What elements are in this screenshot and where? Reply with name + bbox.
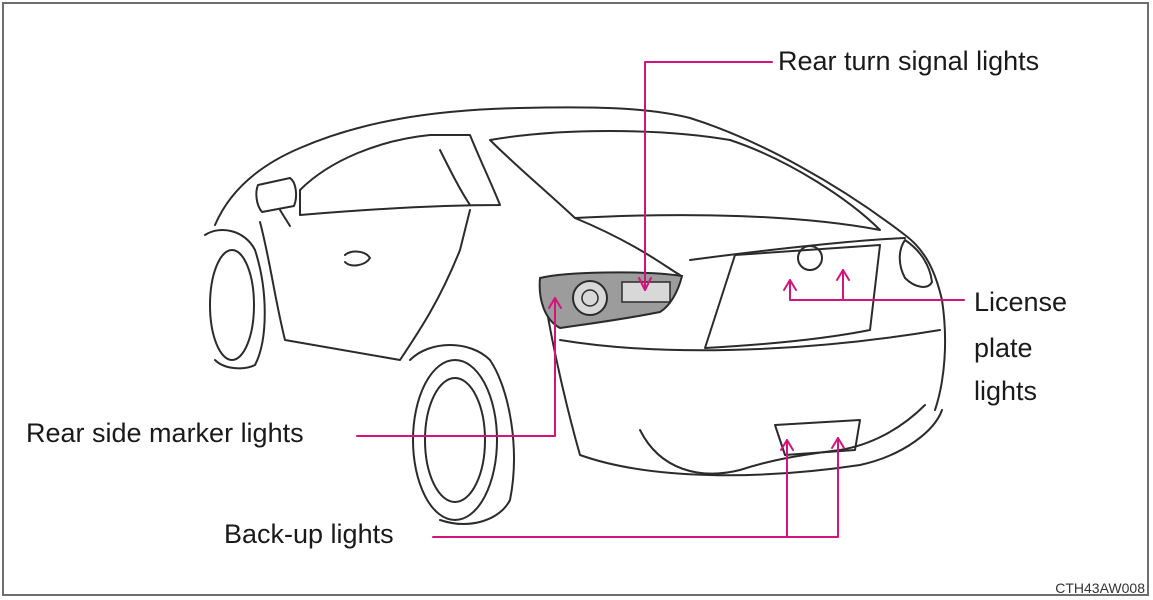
tail-light-cluster	[540, 272, 682, 328]
leader-rear-side-marker	[357, 298, 555, 436]
label-back-up-lights: Back-up lights	[224, 513, 394, 555]
label-license-plate-lights-line3: lights	[974, 370, 1037, 412]
leader-back-up	[433, 438, 838, 537]
leader-rear-turn-signal	[645, 62, 772, 290]
label-license-plate-lights-line2: plate	[974, 327, 1033, 369]
figure-code: CTH43AW008	[1055, 580, 1145, 596]
label-rear-side-marker-lights: Rear side marker lights	[26, 412, 304, 454]
label-rear-turn-signal-lights: Rear turn signal lights	[778, 40, 1039, 82]
label-license-plate-lights-line1: License	[974, 281, 1067, 323]
